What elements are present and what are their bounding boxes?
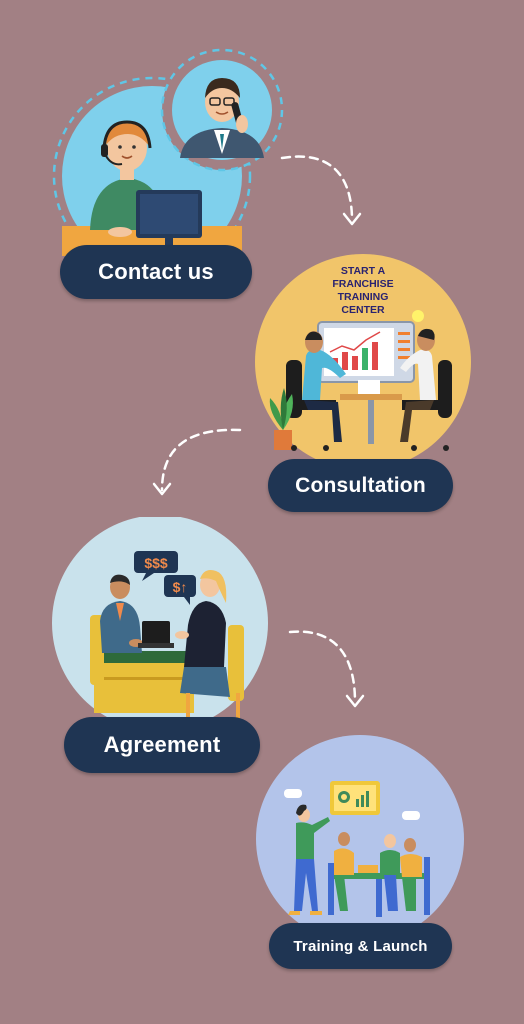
- board-title-line: START A: [341, 265, 386, 277]
- step-consultation: START A FRANCHISE TRAINING CENTER: [0, 240, 524, 520]
- arrow-head-icon: [152, 482, 172, 496]
- money-bubble-icon: $$$: [134, 551, 178, 581]
- step-contact: Contact us: [0, 0, 524, 310]
- contract-signing-icon: [90, 570, 244, 719]
- dashed-arrow-icon: [288, 630, 357, 704]
- dashed-arrow-icon: [160, 428, 242, 492]
- phone-agent-illustration: [160, 48, 284, 172]
- step-label-training: Training & Launch: [269, 923, 452, 969]
- step-label-contact: Contact us: [60, 245, 252, 299]
- step-label-agreement: Agreement: [64, 717, 260, 773]
- bubble-exchange-text: $↑: [173, 579, 188, 595]
- board-title-line: FRANCHISE: [332, 278, 393, 290]
- agreement-illustration: $$$ $↑: [52, 517, 268, 731]
- board-title-line: TRAINING: [338, 291, 389, 303]
- team-training-icon: [284, 781, 430, 917]
- step-label-consultation: Consultation: [268, 459, 453, 512]
- phone-agent-icon: [180, 78, 264, 158]
- dashed-arrow-icon: [280, 155, 354, 222]
- board-title-line: CENTER: [341, 304, 385, 316]
- exchange-bubble-icon: $↑: [164, 575, 196, 605]
- arrow-head-icon: [342, 212, 362, 226]
- bubble-money-text: $$$: [144, 555, 168, 571]
- step-agreement: $$$ $↑: [0, 515, 524, 785]
- arrow-head-icon: [345, 694, 365, 708]
- step-training: Training & Launch: [0, 725, 524, 1005]
- consultation-illustration: START A FRANCHISE TRAINING CENTER: [255, 254, 471, 470]
- training-illustration: [256, 735, 464, 943]
